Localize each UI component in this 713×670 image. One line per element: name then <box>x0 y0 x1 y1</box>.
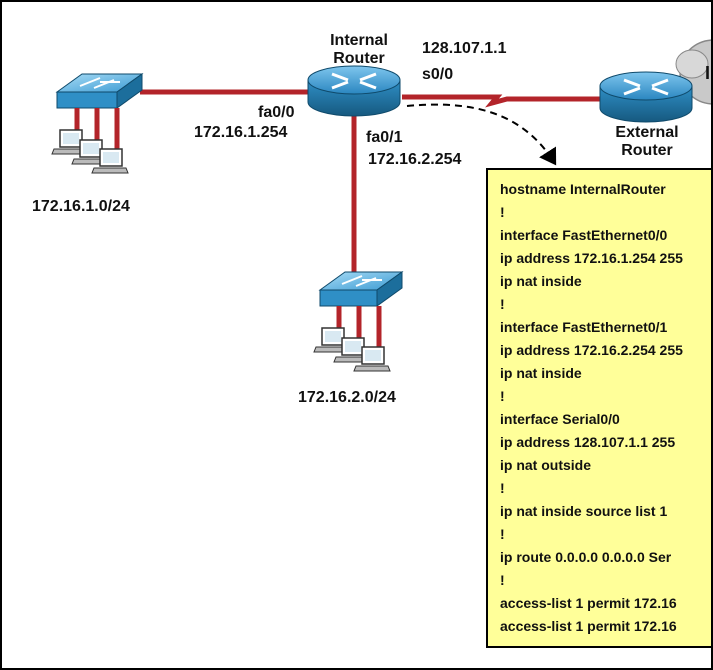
lan2-network-label: 172.16.2.0/24 <box>298 389 396 406</box>
fa0-0-interface-label: fa0/0 <box>258 104 295 121</box>
config-line: ip address 172.16.2.254 255 <box>500 342 683 358</box>
config-line: ip address 172.16.1.254 255 <box>500 250 683 266</box>
router-config-box: hostname InternalRouter ! interface Fast… <box>486 168 711 648</box>
internal-router-icon <box>307 65 401 117</box>
internal-router-label-line1: Internal <box>330 32 388 49</box>
config-line: ip route 0.0.0.0 0.0.0.0 Ser <box>500 549 672 565</box>
lan1-network-label: 172.16.1.0/24 <box>32 198 130 215</box>
config-line: ip nat inside <box>500 273 582 289</box>
config-line: ! <box>500 480 505 496</box>
config-line: ip nat inside source list 1 <box>500 503 668 519</box>
config-line: ! <box>500 572 505 588</box>
serial-ip-label: 128.107.1.1 <box>422 40 507 57</box>
config-line: ip nat outside <box>500 457 591 473</box>
switch1-icon <box>55 73 144 109</box>
config-line: access-list 1 permit 172.16 <box>500 618 677 634</box>
config-line: ! <box>500 526 505 542</box>
pc-group1-icon <box>51 129 129 174</box>
config-arrow <box>406 103 557 166</box>
config-line: ! <box>500 296 505 312</box>
config-line: interface Serial0/0 <box>500 411 620 427</box>
fa0-1-interface-label: fa0/1 <box>366 129 403 146</box>
external-router-label-line1: External <box>615 124 679 141</box>
config-line: interface FastEthernet0/0 <box>500 227 668 243</box>
switch2-icon <box>318 271 404 307</box>
serial-interface-label: s0/0 <box>422 66 454 83</box>
config-line: ip nat inside <box>500 365 582 381</box>
external-router-label-line2: Router <box>621 142 673 159</box>
config-line: access-list 1 permit 172.16 <box>500 595 677 611</box>
config-line: hostname InternalRouter <box>500 181 666 197</box>
pc-group2-icon <box>313 327 391 372</box>
fa0-1-ip-label: 172.16.2.254 <box>368 151 462 168</box>
fa0-0-ip-label: 172.16.1.254 <box>194 124 288 141</box>
internal-router-label: Internal Router <box>312 32 406 68</box>
external-router-icon <box>599 71 693 123</box>
config-line: interface FastEthernet0/1 <box>500 319 668 335</box>
isp-label: I <box>705 63 711 83</box>
config-line: ! <box>500 388 505 404</box>
config-line: ! <box>500 204 505 220</box>
internal-router-label-line2: Router <box>333 50 385 67</box>
config-line: ip address 128.107.1.1 255 <box>500 434 676 450</box>
external-router-label: External Router <box>600 124 694 160</box>
serial-link <box>402 94 602 108</box>
